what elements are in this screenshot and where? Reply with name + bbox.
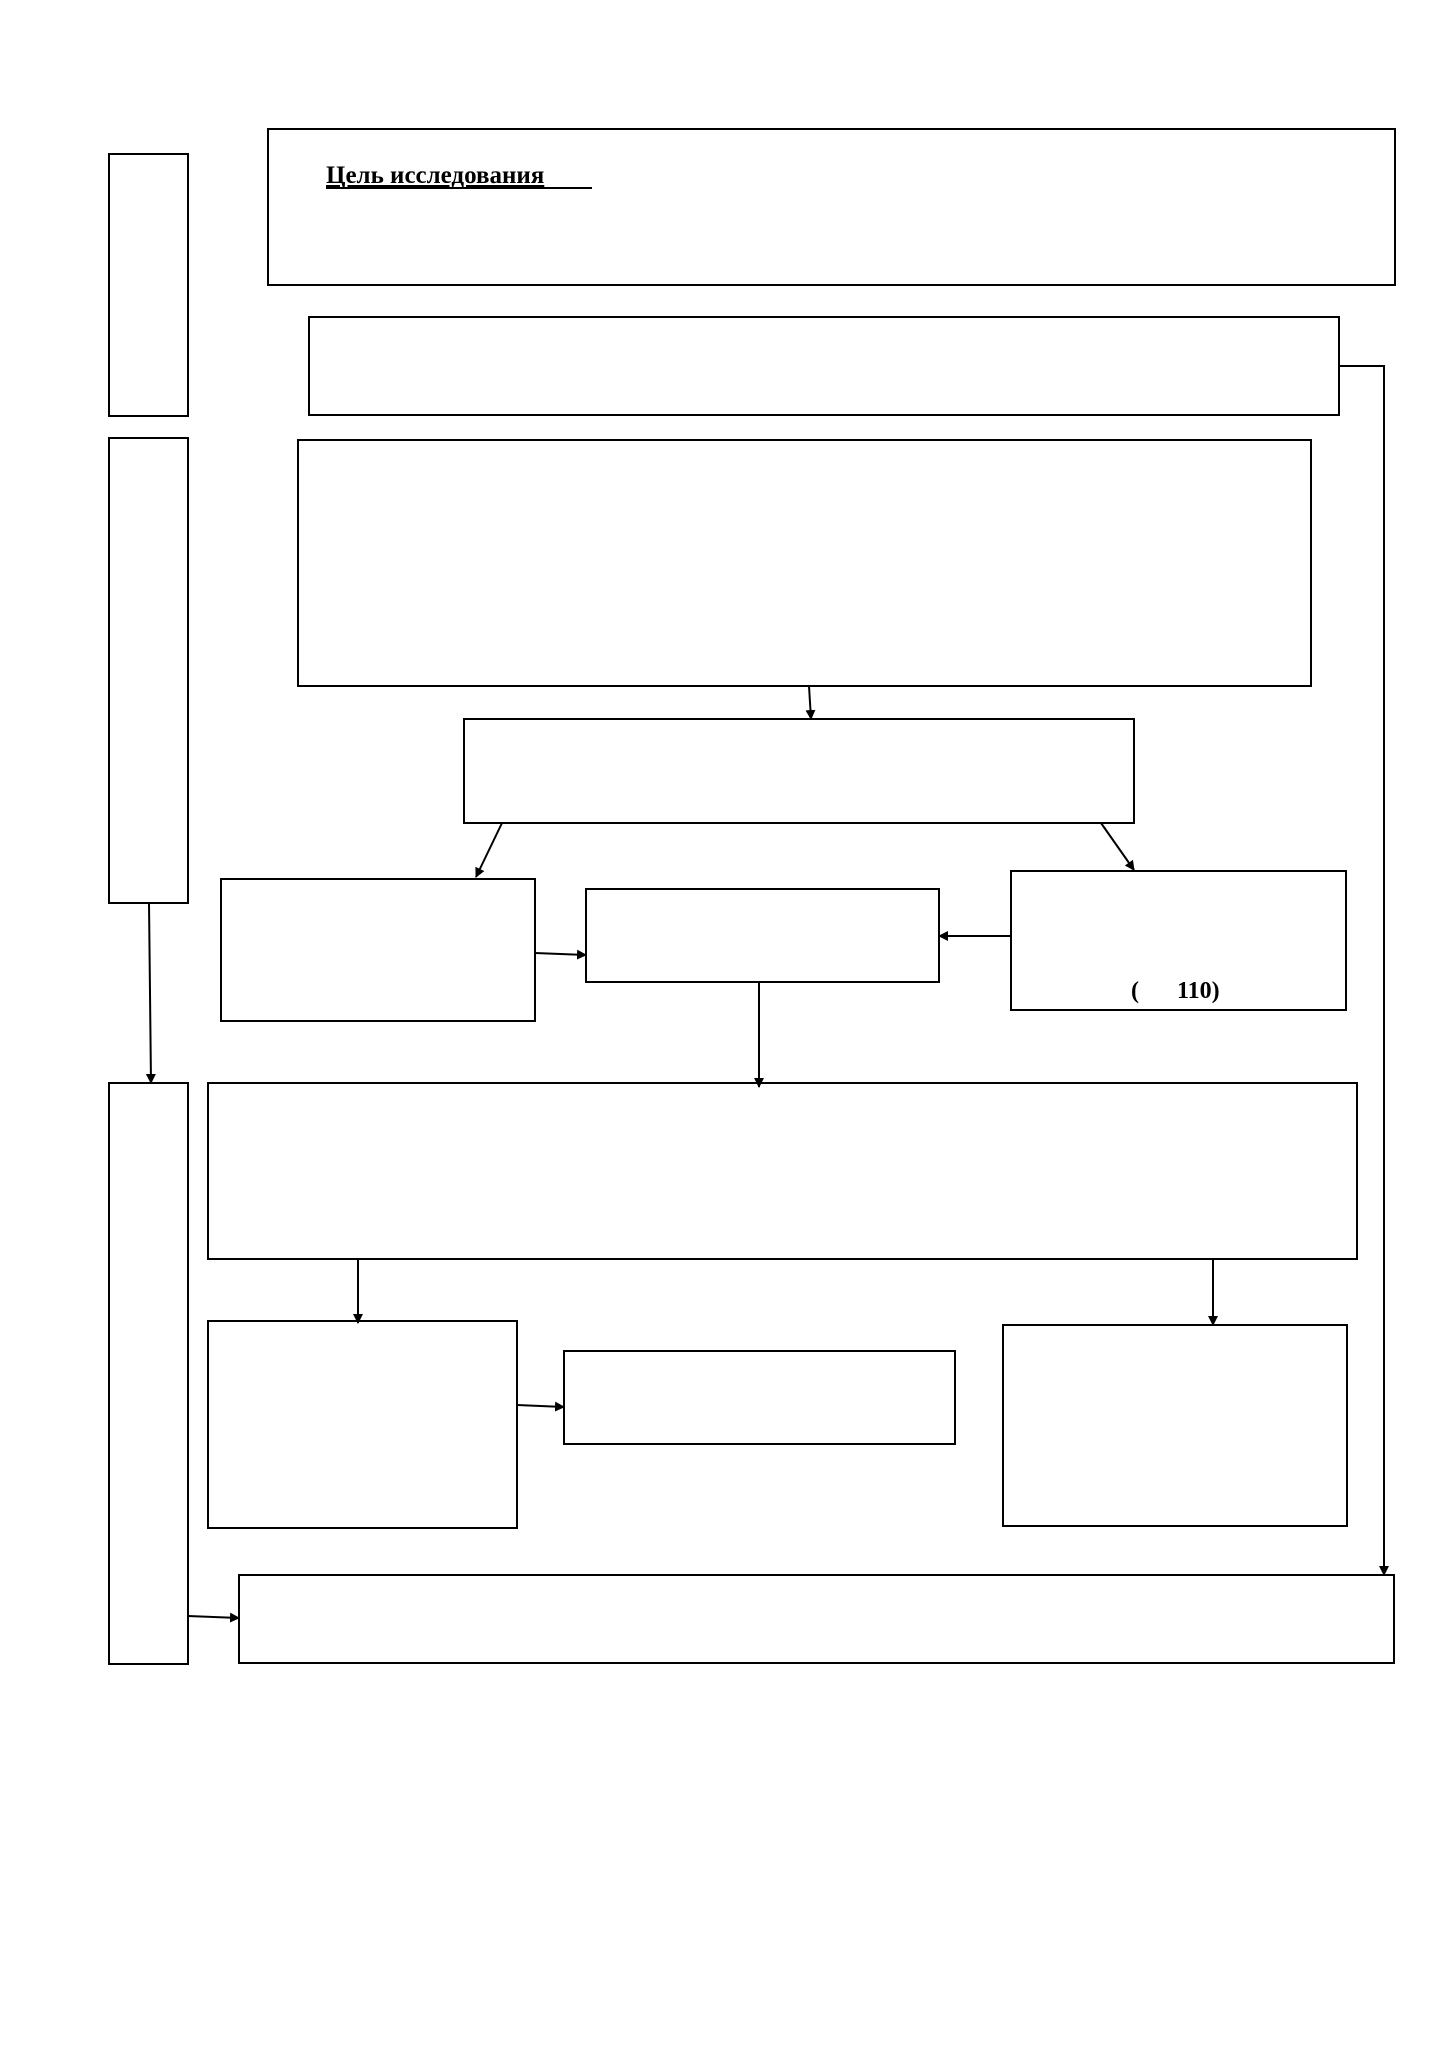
results-box bbox=[207, 1082, 1358, 1260]
side-box-3 bbox=[108, 1082, 189, 1665]
side-box-1 bbox=[108, 153, 189, 417]
side-box-2 bbox=[108, 437, 189, 904]
results-left-box bbox=[207, 1320, 518, 1529]
center-box bbox=[585, 888, 940, 983]
arrow-method-to-left-branch bbox=[475, 822, 503, 878]
results-right-box bbox=[1002, 1324, 1348, 1527]
arrow-side2-to-side3 bbox=[145, 902, 156, 1084]
arrow-side3-to-conclusion bbox=[187, 1612, 240, 1623]
results-center-box bbox=[563, 1350, 956, 1445]
method-box bbox=[463, 718, 1135, 824]
connector-task-to-conclusion bbox=[1339, 365, 1389, 1576]
sample-count-value: 110) bbox=[1177, 978, 1220, 1004]
analysis-box bbox=[297, 439, 1312, 687]
sample-box: ( 110) bbox=[1010, 870, 1347, 1011]
arrow-method-to-sample bbox=[1100, 822, 1135, 871]
arrow-results-left-to-center bbox=[516, 1401, 565, 1412]
sample-count-open: ( bbox=[1131, 978, 1139, 1004]
arrow-left-branch-to-center bbox=[534, 949, 587, 960]
arrow-analysis-to-method bbox=[805, 685, 816, 720]
goal-title: Цель исследования bbox=[326, 162, 544, 189]
left-branch-box bbox=[220, 878, 536, 1022]
conclusion-box bbox=[238, 1574, 1395, 1664]
goal-box: Цель исследования bbox=[267, 128, 1396, 286]
task-box bbox=[308, 316, 1340, 416]
